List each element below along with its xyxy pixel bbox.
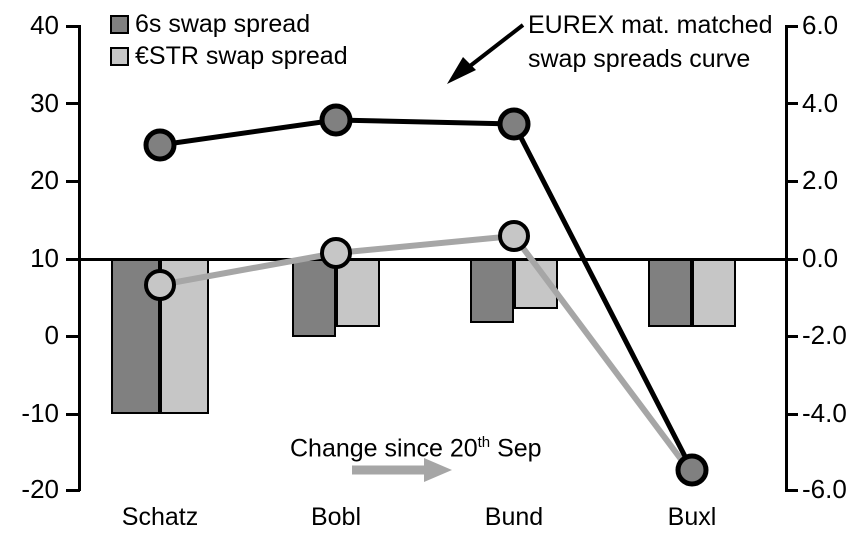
change-note-superscript: th <box>477 434 491 451</box>
right-axis-label-6: 6.0 <box>802 10 839 40</box>
curve-callout-line-1: EUREX mat. matched <box>528 11 773 39</box>
legend-label-6s: 6s swap spread <box>135 9 311 38</box>
marker-eurex-buxl <box>675 453 709 487</box>
right-axis-label-minus6: -6.0 <box>802 474 847 504</box>
right-axis-label-2: 2.0 <box>802 165 839 195</box>
marker-change-bund <box>498 220 530 252</box>
left-axis-label-10: 10 <box>30 243 59 273</box>
legend-item-estr-swap-spread: €STR swap spread <box>110 40 348 72</box>
curve-callout-line-2: swap spreads curve <box>528 45 751 73</box>
right-axis-tick-minus4 <box>785 413 798 416</box>
right-axis-label-minus4: -4.0 <box>802 398 847 428</box>
left-axis-tick-10 <box>66 258 80 261</box>
bar-bobl-6s <box>292 258 336 337</box>
right-axis-tick-2 <box>785 180 798 183</box>
change-arrow-icon <box>352 458 452 482</box>
change-note-text: Change since 20 <box>290 434 478 463</box>
right-axis-tick-minus6 <box>785 489 798 492</box>
left-axis-tick-40 <box>66 25 80 28</box>
left-axis-label-30: 30 <box>30 88 59 118</box>
legend-swatch-icon-estr <box>110 46 129 66</box>
zero-reference-line <box>78 258 788 261</box>
x-axis-label-buxl: Buxl <box>667 503 717 531</box>
bar-bobl-estr <box>336 258 380 327</box>
marker-eurex-schatz <box>143 128 177 162</box>
right-axis-tick-minus2 <box>785 335 798 338</box>
left-axis-label-40: 40 <box>30 10 59 40</box>
right-axis-label-minus2: -2.0 <box>802 320 847 350</box>
left-axis-label-minus20: -20 <box>21 474 59 504</box>
change-since-note: Change since 20th Sep <box>290 430 542 461</box>
legend-label-estr: €STR swap spread <box>135 41 348 70</box>
x-axis-label-bund: Bund <box>484 503 544 531</box>
right-axis-label-4: 4.0 <box>802 88 839 118</box>
callout-arrow-icon <box>447 23 525 84</box>
legend-swatch-icon-6s <box>110 14 129 34</box>
bar-buxl-6s <box>648 258 692 327</box>
marker-eurex-bobl <box>319 103 353 137</box>
marker-eurex-bund <box>497 107 531 141</box>
left-axis-tick-30 <box>66 102 80 105</box>
x-axis-label-schatz: Schatz <box>121 503 199 531</box>
line-change-since-sep <box>159 232 695 476</box>
left-axis-label-20: 20 <box>30 165 59 195</box>
legend-item-6s-swap-spread: 6s swap spread <box>110 8 348 40</box>
left-axis-tick-minus20 <box>66 489 80 492</box>
marker-change-bobl <box>320 237 352 269</box>
left-axis-tick-minus10 <box>66 413 80 416</box>
right-axis-tick-0 <box>785 258 798 261</box>
x-axis-label-bobl: Bobl <box>310 503 362 531</box>
line-eurex-swap-spreads-curve <box>159 117 695 472</box>
bar-bund-6s <box>470 258 514 323</box>
legend: 6s swap spread €STR swap spread <box>110 8 348 72</box>
marker-change-schatz <box>144 269 176 301</box>
left-axis-label-0: 0 <box>44 320 59 350</box>
right-axis-label-0: 0.0 <box>802 243 839 273</box>
left-axis-tick-0 <box>66 335 80 338</box>
change-note-tail: Sep <box>490 434 542 463</box>
right-axis-tick-4 <box>785 102 798 105</box>
left-axis-label-minus10: -10 <box>21 398 59 428</box>
left-axis-tick-20 <box>66 180 80 183</box>
right-axis-tick-6 <box>785 25 798 28</box>
bar-buxl-estr <box>692 258 736 327</box>
